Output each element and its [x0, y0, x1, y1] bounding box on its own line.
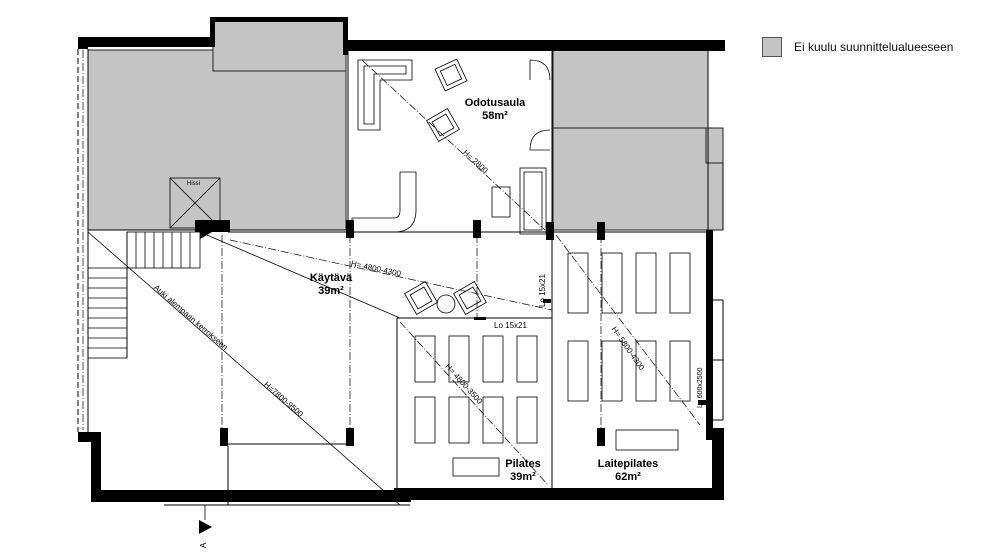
excluded-area-top: [212, 18, 347, 72]
wall: [343, 40, 725, 51]
wall: [343, 17, 348, 55]
furniture-odotusaula: [351, 58, 551, 315]
grid-lines: [82, 50, 701, 486]
open-area-diagonals: [87, 231, 401, 506]
elevator: [169, 177, 221, 229]
room-area: 62m²: [615, 471, 641, 483]
section-marker-label: A: [199, 542, 208, 548]
walls: [78, 17, 725, 502]
wall: [346, 428, 354, 446]
wall: [394, 488, 724, 500]
section-marker: [199, 225, 212, 534]
room-label-odotusaula: Odotusaula 58m²: [465, 97, 526, 123]
wall: [706, 230, 713, 440]
room-name: Odotusaula: [464, 97, 526, 109]
room-area: 39m²: [318, 285, 344, 297]
elevator-label: Hissi: [187, 181, 200, 187]
wall: [220, 428, 228, 446]
wall: [78, 37, 213, 47]
wall: [597, 222, 605, 240]
room-label-pilates: Pilates 39m²: [505, 458, 540, 484]
legend-label: Ei kuulu suunnittelualueeseen: [794, 40, 954, 54]
door-label: Lo 15x21: [494, 321, 527, 330]
wall: [473, 220, 481, 238]
wall: [78, 432, 101, 442]
furniture-laitepilates: [567, 252, 691, 451]
excluded-area-right-upper: [552, 49, 709, 129]
excluded-area-right-notch: [705, 127, 724, 164]
door-label: Lo 15x21: [538, 274, 547, 307]
door-markers: [474, 299, 706, 405]
room-name: Käytävä: [309, 272, 353, 284]
furniture-pilates: [414, 335, 538, 477]
wall: [91, 490, 411, 502]
wall: [712, 428, 724, 500]
wall: [91, 432, 101, 500]
room-area: 39m²: [510, 471, 536, 483]
stairs: [87, 231, 201, 359]
excluded-area-right-lower: [552, 127, 724, 231]
excluded-area-left: [87, 49, 347, 231]
wall: [210, 17, 348, 22]
legend: Ei kuulu suunnittelualueeseen: [762, 37, 953, 57]
legend-swatch: [762, 37, 782, 57]
room-name: Pilates: [505, 458, 541, 470]
room-name: Laitepilates: [597, 458, 659, 470]
room-label-kaytava: Käytävä 39m²: [310, 272, 352, 298]
room-area: 58m²: [482, 110, 508, 122]
wall: [546, 222, 554, 240]
room-label-laitepilates: Laitepilates 62m²: [598, 458, 659, 484]
wall: [597, 428, 605, 446]
door-label: Lo 600x2500: [697, 367, 704, 408]
wall: [346, 220, 354, 238]
wall: [210, 17, 215, 47]
